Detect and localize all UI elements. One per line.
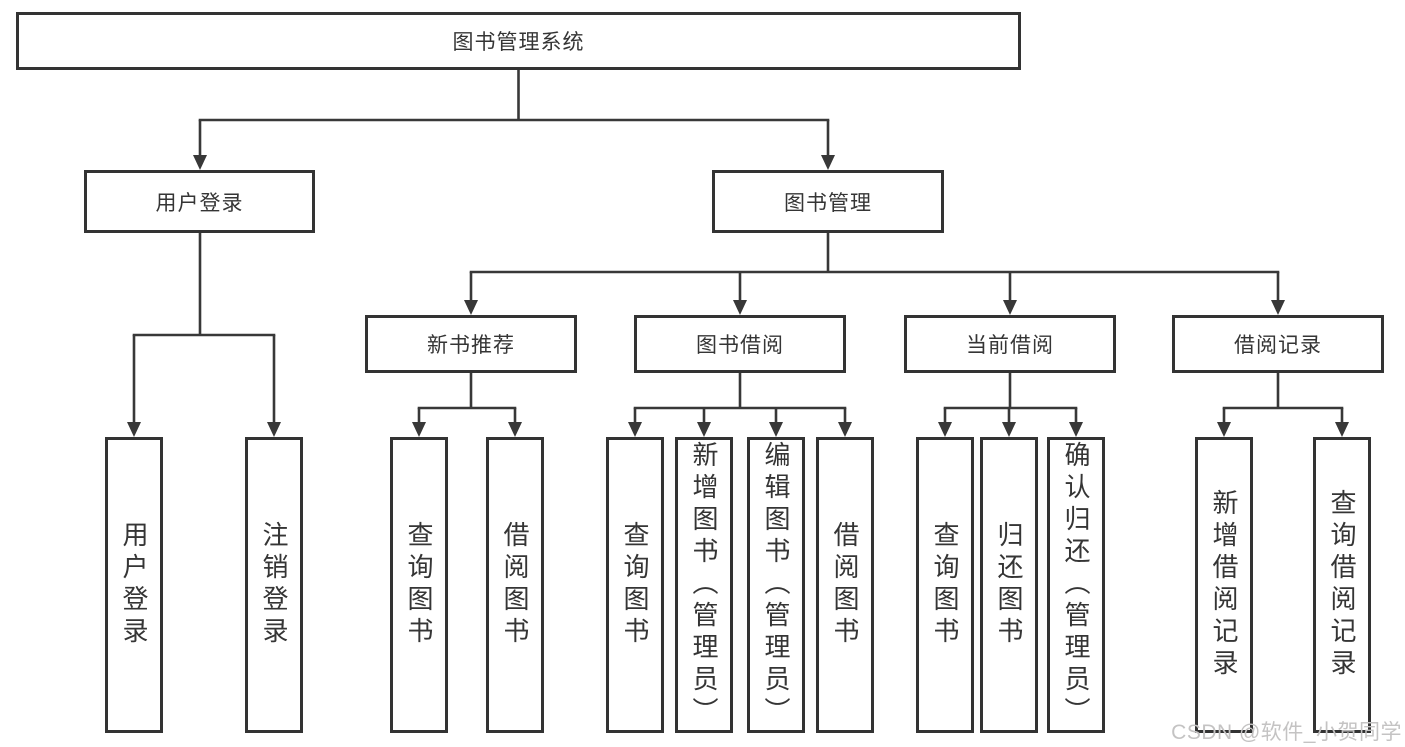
connector-borrow-record-children — [1217, 373, 1349, 437]
arrow-down-icon — [267, 422, 281, 437]
arrow-down-icon — [628, 422, 642, 437]
connector-book-borrow-children — [628, 373, 852, 437]
connector-new-book-children — [412, 373, 522, 437]
arrow-down-icon — [1002, 422, 1016, 437]
arrow-down-icon — [508, 422, 522, 437]
arrow-down-icon — [821, 155, 835, 170]
arrow-down-icon — [127, 422, 141, 437]
arrow-down-icon — [1069, 422, 1083, 437]
connector-user-login-children — [127, 233, 281, 437]
node-leaf-borrow-book-1: 借阅图书 — [486, 437, 544, 733]
arrow-down-icon — [1271, 300, 1285, 315]
node-leaf-return-book: 归还图书 — [980, 437, 1038, 733]
node-borrow-record: 借阅记录 — [1172, 315, 1384, 373]
node-book-borrow: 图书借阅 — [634, 315, 846, 373]
node-leaf-borrow-book-2: 借阅图书 — [816, 437, 874, 733]
arrow-down-icon — [193, 155, 207, 170]
node-book-management: 图书管理 — [712, 170, 944, 233]
arrow-down-icon — [838, 422, 852, 437]
connector-current-borrow-children — [938, 373, 1083, 437]
node-leaf-query-borrow-record: 查询借阅记录 — [1313, 437, 1371, 733]
node-leaf-add-book-admin: 新增图书（管理员） — [675, 437, 733, 733]
arrow-down-icon — [733, 300, 747, 315]
arrow-down-icon — [464, 300, 478, 315]
node-user-login: 用户登录 — [84, 170, 315, 233]
node-new-book-recommend: 新书推荐 — [365, 315, 577, 373]
arrow-down-icon — [1217, 422, 1231, 437]
arrow-down-icon — [769, 422, 783, 437]
node-leaf-edit-book-admin: 编辑图书（管理员） — [747, 437, 805, 733]
node-leaf-query-book-3: 查询图书 — [916, 437, 974, 733]
connector-root-to-level2 — [193, 70, 835, 170]
connector-book-management-children — [464, 233, 1285, 315]
arrow-down-icon — [1003, 300, 1017, 315]
node-leaf-user-login: 用户登录 — [105, 437, 163, 733]
node-leaf-confirm-return-admin: 确认归还（管理员） — [1047, 437, 1105, 733]
arrow-down-icon — [938, 422, 952, 437]
node-leaf-logout: 注销登录 — [245, 437, 303, 733]
node-leaf-add-borrow-record: 新增借阅记录 — [1195, 437, 1253, 733]
node-root-library-system: 图书管理系统 — [16, 12, 1021, 70]
arrow-down-icon — [1335, 422, 1349, 437]
arrow-down-icon — [697, 422, 711, 437]
watermark: CSDN @软件_小贺同学 — [1171, 721, 1402, 744]
node-leaf-query-book-2: 查询图书 — [606, 437, 664, 733]
node-leaf-query-book-1: 查询图书 — [390, 437, 448, 733]
node-current-borrow: 当前借阅 — [904, 315, 1116, 373]
arrow-down-icon — [412, 422, 426, 437]
